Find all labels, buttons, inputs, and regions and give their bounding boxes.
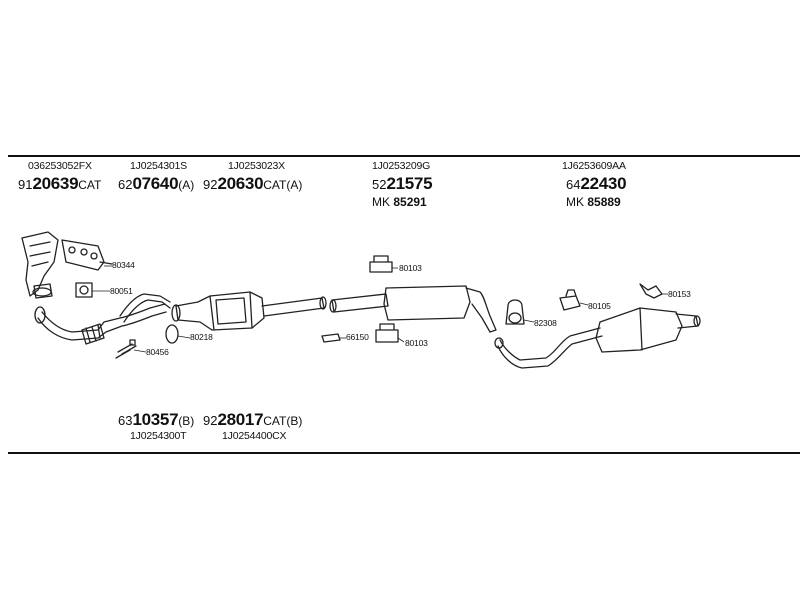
part-number-2: 6207640(A) — [118, 174, 194, 194]
part-prefix: 92 — [203, 177, 218, 192]
mk-label: MK — [566, 195, 584, 209]
part-prefix: 91 — [18, 177, 33, 192]
part-prefix: 52 — [372, 177, 387, 192]
part-code: 10357 — [132, 410, 179, 429]
component-label-80218: 80218 — [190, 332, 213, 342]
part-prefix: 64 — [566, 177, 581, 192]
oem-number-3: 1J0253023X — [228, 160, 285, 172]
clamp-drawing — [165, 324, 179, 344]
component-label-80456: 80456 — [146, 347, 169, 357]
component-label-80105: 80105 — [588, 301, 611, 311]
flange-hole — [79, 285, 89, 295]
component-label-80153: 80153 — [668, 289, 691, 299]
catalytic-converter-drawing — [171, 291, 327, 331]
mk-value: 85291 — [393, 195, 427, 209]
oem-number-7: 1J0254400CX — [222, 430, 287, 442]
component-label-80103-top: 80103 — [399, 263, 422, 273]
clamp-66150-drawing — [321, 333, 341, 343]
oem-number-4: 1J0253209G — [372, 160, 431, 172]
hanger-80153-drawing — [639, 283, 663, 299]
hanger-bottom-drawing — [375, 323, 399, 343]
front-pipe-drawing — [34, 293, 171, 345]
component-label-80344: 80344 — [112, 260, 135, 270]
mk-reference-1: MK 85291 — [372, 195, 427, 209]
part-code: 20639 — [32, 174, 79, 193]
part-number-3: 9220630CAT(A) — [203, 174, 302, 194]
bottom-divider — [8, 452, 800, 454]
mk-reference-2: MK 85889 — [566, 195, 621, 209]
oem-number-1: 036253052FX — [28, 160, 92, 172]
rear-silencer-drawing — [494, 307, 701, 369]
hanger-80105-drawing — [559, 289, 581, 311]
part-number-5: 6422430 — [566, 174, 627, 194]
part-prefix: 62 — [118, 177, 133, 192]
part-code: 22430 — [580, 174, 627, 193]
part-suffix: (B) — [178, 414, 195, 428]
hanger-top-drawing — [369, 255, 393, 273]
part-code: 07640 — [132, 174, 179, 193]
part-code: 20630 — [217, 174, 264, 193]
oem-number-6: 1J0254300T — [130, 430, 187, 442]
part-suffix: (A) — [178, 178, 195, 192]
part-code: 21575 — [386, 174, 433, 193]
bolt-set-drawing — [115, 339, 137, 359]
part-prefix: 63 — [118, 413, 133, 428]
part-suffix: CAT(A) — [263, 178, 303, 192]
component-label-80103-bottom: 80103 — [405, 338, 428, 348]
manifold-drawing — [21, 231, 59, 299]
oem-number-2: 1J0254301S — [130, 160, 187, 172]
mk-value: 85889 — [587, 195, 621, 209]
mk-label: MK — [372, 195, 390, 209]
oem-number-5: 1J6253609AA — [562, 160, 626, 172]
part-number-4: 5221575 — [372, 174, 433, 194]
gasket-drawing — [61, 239, 113, 271]
part-code: 28017 — [217, 410, 264, 429]
component-label-80051: 80051 — [110, 286, 133, 296]
component-label-82308: 82308 — [534, 318, 557, 328]
component-label-66150: 66150 — [346, 332, 369, 342]
part-number-6: 6310357(B) — [118, 410, 194, 430]
part-number-1: 9120639CAT — [18, 174, 101, 194]
flange-gasket-drawing — [75, 282, 93, 298]
part-number-7: 9228017CAT(B) — [203, 410, 302, 430]
clamp-82308-drawing — [505, 299, 525, 325]
part-suffix: CAT — [78, 178, 102, 192]
part-prefix: 92 — [203, 413, 218, 428]
middle-silencer-drawing — [329, 285, 497, 333]
part-suffix: CAT(B) — [263, 414, 303, 428]
top-divider — [8, 155, 800, 157]
